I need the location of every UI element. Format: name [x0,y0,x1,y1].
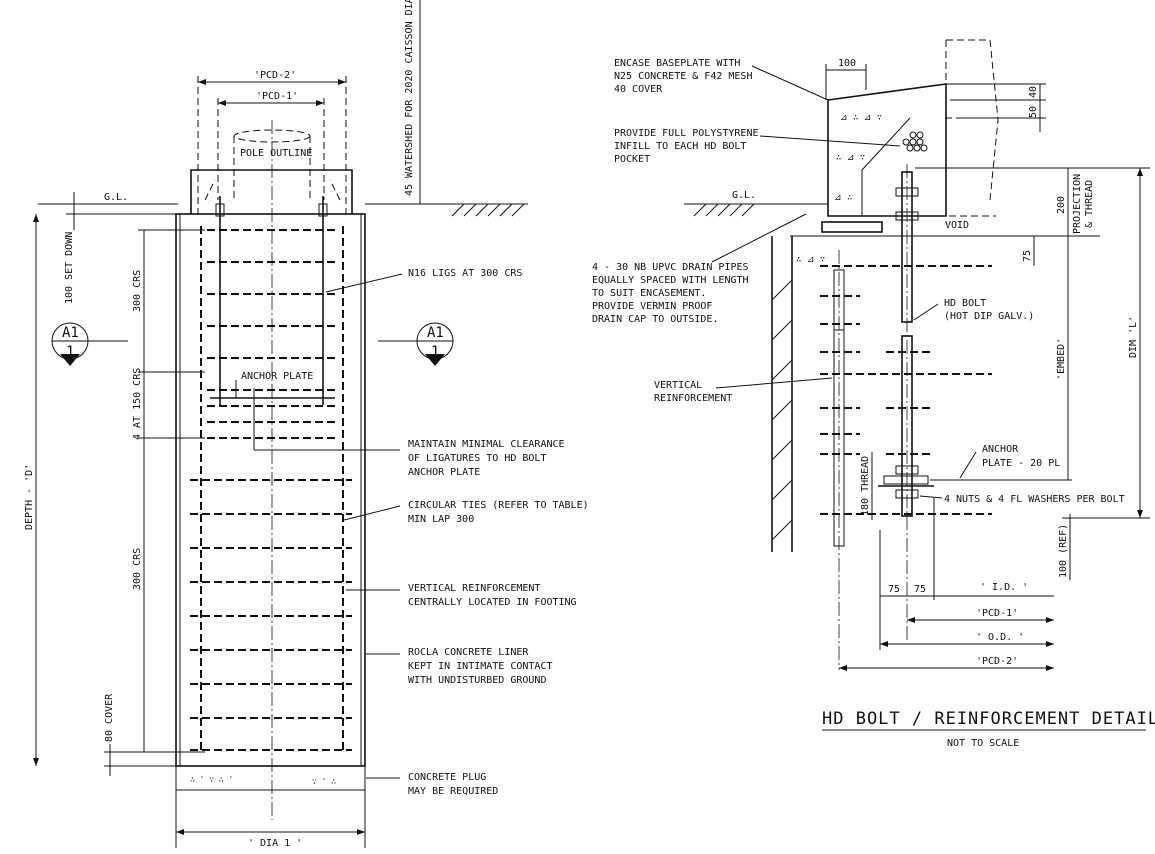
rocla-note-1: ROCLA CONCRETE LINER [408,647,529,658]
encase-note-2: N25 CONCRETE & F42 MESH [614,71,752,82]
vertical-note-1: VERTICAL [654,380,702,391]
crs-300-top-label: 300 CRS [132,270,143,312]
encase-note-3: 40 COVER [614,84,663,95]
hd-bolt-note-2: (HOT DIP GALV.) [944,311,1034,322]
hd-bolt-note-1: HD BOLT [944,298,986,309]
circular-ties [190,479,352,751]
pcd2-right-label: 'PCD-2' [976,656,1018,667]
pcd1-label: 'PCD-1' [256,91,298,102]
dim-75b-label: 75 [914,584,926,595]
liner-hatch [771,279,793,541]
section-a1-left: A1 [62,325,79,341]
dia-label: ' DIA 1 ' [248,838,302,849]
detail-title: HD BOLT / REINFORCEMENT DETAIL [822,709,1155,729]
dim-l-label: DIM 'L' [1128,316,1139,358]
detail-subtitle: NOT TO SCALE [947,738,1019,749]
n16-ligs-note: N16 LIGS AT 300 CRS [408,268,522,279]
anchor-note-2: PLATE - 20 PL [982,458,1060,469]
rocla-note-3: WITH UNDISTURBED GROUND [408,675,546,686]
drain-note-4: PROVIDE VERMIN PROOF [592,301,712,312]
crs-300-bottom-label: 300 CRS [132,548,143,590]
ground-hatch-right [693,203,755,217]
hd-bolt-detail: 100 ⊿ ∴ ⊿ ∵ ∴ ⊿ ∵ ⊿ ∴ 50 40 G.L. VOID [592,39,1155,749]
caisson-section: 'PCD-2' 'PCD-1' POLE OUTLINE G.L. 45 WAT… [24,0,589,849]
anchor-plate-note: ANCHOR PLATE [241,371,313,382]
ties-note-2: MIN LAP 300 [408,514,474,525]
vertical-note-2: REINFORCEMENT [654,393,732,404]
ties-note-1: CIRCULAR TIES (REFER TO TABLE) [408,500,589,511]
ground-hatch-left [451,203,525,217]
nuts-note: 4 NUTS & 4 FL WASHERS PER BOLT [944,494,1125,505]
dim-50-label: 50 [1028,106,1039,118]
maintain-note-3: ANCHOR PLATE [408,467,480,478]
section-1-left: 1 [66,344,74,360]
drain-note-2: EQUALLY SPACED WITH LENGTH [592,275,749,286]
cover-label: 80 COVER [104,693,115,742]
drain-note-1: 4 - 30 NB UPVC DRAIN PIPES [592,262,749,273]
projection-1-label: PROJECTION [1072,174,1083,234]
plug-speckle: ∴ ' ∵ ∴ ' [190,775,233,784]
dim-75a-label: 75 [888,584,900,595]
pole-outline-label: POLE OUTLINE [240,148,312,159]
od-label: ' O.D. ' [976,632,1024,643]
encase-speckle-2: ∴ ⊿ ∵ [836,153,865,163]
anchor-note-1: ANCHOR [982,444,1019,455]
dim-40-label: 40 [1028,86,1039,98]
ligatures [207,229,338,359]
maintain-note-1: MAINTAIN MINIMAL CLEARANCE [408,439,565,450]
polystyrene-note-2: INFILL TO EACH HD BOLT [614,141,746,152]
plug-note-1: CONCRETE PLUG [408,772,486,783]
dim-200-label: 200 [1056,196,1067,214]
section-marker-left: A1 1 [51,322,128,366]
section-marker-right: A1 1 [378,322,454,366]
embed-label: 'EMBED' [1056,338,1067,380]
liner-speckle: ∴ ⊿ ∵ [796,255,825,265]
maintain-note-2: OF LIGATURES TO HD BOLT [408,453,546,464]
ref-label: 100 (REF) [1058,524,1069,578]
pcd2-label: 'PCD-2' [254,70,296,81]
pcd1-right-label: 'PCD-1' [976,608,1018,619]
dim-100-label: 100 [838,58,856,69]
dim-75-label: 75 [1022,250,1033,262]
watershed-label: 45 WATERSHED FOR 2020 CAISSON DIA [404,0,415,196]
set-down-label: 100 SET DOWN [64,232,75,304]
encase-note-1: ENCASE BASEPLATE WITH [614,58,740,69]
encase-speckle-3: ⊿ ∴ [834,193,852,203]
vert-note-1: VERTICAL REINFORCEMENT [408,583,540,594]
polystyrene-note-3: POCKET [614,154,650,165]
vert-note-2: CENTRALLY LOCATED IN FOOTING [408,597,577,608]
depth-label: DEPTH - 'D' [24,464,35,530]
rocla-note-2: KEPT IN INTIMATE CONTACT [408,661,553,672]
polystyrene-note-1: PROVIDE FULL POLYSTYRENE [614,128,759,139]
drain-note-5: DRAIN CAP TO OUTSIDE. [592,314,718,325]
drain-note-3: TO SUIT ENCASEMENT. [592,288,706,299]
crs-4at150-label: 4 AT 150 CRS [132,368,143,440]
right-ties [820,265,992,515]
id-label: ' I.D. ' [980,582,1028,593]
encase-speckle: ⊿ ∴ ⊿ ∵ [840,113,882,123]
thread-label: 180 THREAD [860,456,871,516]
void-label: VOID [945,220,969,231]
projection-2-label: & THREAD [1084,180,1095,228]
gl-left-label: G.L. [104,192,128,203]
plug-speckle-2: ∵ ' ∴ [312,777,336,786]
section-a1-right: A1 [427,325,444,341]
gl-right-label: G.L. [732,190,756,201]
plug-note-2: MAY BE REQUIRED [408,786,498,797]
section-1-right: 1 [431,344,439,360]
